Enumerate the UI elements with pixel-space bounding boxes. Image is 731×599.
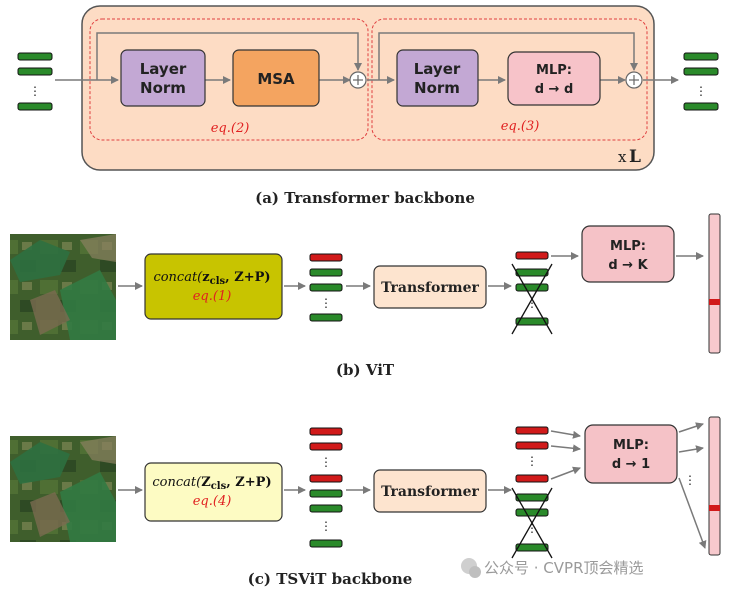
ellipsis: ⋮ — [695, 84, 707, 98]
token-green — [515, 268, 549, 277]
token-green — [683, 67, 719, 76]
arrow — [678, 422, 704, 433]
svg-text:⋮: ⋮ — [526, 454, 538, 468]
token-green — [309, 313, 343, 322]
concat-label: concat(Zcls, Z+P) — [152, 475, 271, 492]
svg-text:⋮: ⋮ — [320, 519, 332, 533]
mlp-box — [584, 424, 678, 484]
caption-b: (b) ViT — [336, 361, 395, 379]
arrow — [678, 477, 707, 549]
residual-arrow — [378, 32, 638, 80]
token-green — [309, 489, 343, 498]
repeat-x: x — [618, 148, 627, 166]
mlp-block-outline — [371, 18, 648, 141]
layer-norm-label: Norm — [414, 79, 460, 97]
eq-2-label: eq.(2) — [211, 121, 250, 136]
concat-box — [144, 462, 283, 522]
token-green — [515, 508, 549, 517]
layer-norm-box — [396, 49, 479, 107]
token-green — [309, 504, 343, 513]
watermark: 公众号 · CVPR顶会精选 — [461, 558, 644, 578]
eq-1-label: eq.(1) — [193, 289, 232, 304]
eq-4-label: eq.(4) — [193, 494, 232, 509]
msa-box — [232, 49, 320, 107]
class-logits-vector — [708, 416, 721, 556]
embedded-tokens: ⋮ — [309, 253, 343, 322]
token-red — [309, 442, 343, 451]
embedded-tokens: ⋮ ⋮ — [309, 427, 343, 548]
ellipsis: ⋮ — [29, 84, 41, 98]
mlp-box — [507, 51, 601, 106]
eq-3-label: eq.(3) — [501, 119, 540, 134]
token-green — [683, 102, 719, 111]
svg-text:⋮: ⋮ — [526, 521, 538, 535]
transformer-label: Transformer — [381, 280, 479, 296]
satellite-image — [10, 436, 116, 542]
token-red — [515, 441, 549, 450]
predicted-class-marker — [709, 505, 720, 511]
arrow — [550, 444, 581, 453]
layer-norm-label: Layer — [414, 60, 461, 78]
token-green — [309, 283, 343, 292]
arrow — [678, 445, 704, 454]
token-red — [309, 253, 343, 262]
mlp-box — [581, 225, 675, 283]
arrow — [550, 430, 581, 439]
class-logits-vector — [708, 213, 721, 354]
token-green — [309, 268, 343, 277]
token-red — [515, 474, 549, 483]
residual-arrow — [96, 32, 362, 80]
token-green — [515, 543, 549, 552]
layer-norm-box — [120, 49, 206, 107]
panel-c-tsvit-backbone: concat(Zcls, Z+P) eq.(4) ⋮ ⋮ Transformer… — [10, 416, 721, 588]
mlp-dim-label: d → d — [535, 82, 574, 97]
svg-text:⋮: ⋮ — [320, 296, 332, 310]
mlp-label: MLP: — [610, 239, 646, 254]
token-green — [683, 52, 719, 61]
token-green — [17, 102, 53, 111]
panel-b-vit: concat(zcls, Z+P) eq.(1) ⋮ Transformer ⋮ — [10, 213, 721, 379]
svg-text:⋮: ⋮ — [320, 455, 332, 469]
backbone-container — [81, 5, 655, 171]
transformer-label: Transformer — [381, 484, 479, 500]
token-green — [515, 283, 549, 292]
output-tokens-crossed: ⋮ ⋮ — [511, 426, 553, 559]
input-tokens: ⋮ — [17, 52, 53, 111]
svg-text:⋮: ⋮ — [526, 296, 538, 310]
caption-a: (a) Transformer backbone — [255, 189, 475, 207]
watermark-text: 公众号 · CVPR顶会精选 — [484, 559, 644, 577]
msa-label: MSA — [257, 70, 295, 88]
concat-box — [144, 253, 283, 320]
caption-c: (c) TSViT backbone — [248, 570, 413, 588]
svg-text:⋮: ⋮ — [684, 473, 696, 487]
panel-a-transformer-backbone: ⋮ Layer Norm MSA eq.(2) Layer — [17, 5, 719, 207]
arrow — [550, 466, 581, 480]
token-green — [17, 52, 53, 61]
satellite-image — [10, 234, 116, 340]
token-green — [17, 67, 53, 76]
token-red — [309, 474, 343, 483]
token-red — [309, 427, 343, 436]
token-red — [515, 251, 549, 260]
layer-norm-label: Layer — [140, 60, 187, 78]
output-tokens-crossed: ⋮ — [511, 251, 553, 335]
layer-norm-label: Norm — [140, 79, 186, 97]
concat-label: concat(zcls, Z+P) — [153, 270, 270, 287]
output-tokens: ⋮ — [683, 52, 719, 111]
mlp-label: MLP: — [613, 438, 649, 453]
mlp-dim-label: d → K — [608, 258, 648, 273]
transformer-box — [373, 469, 487, 513]
cross-line — [511, 263, 553, 335]
mlp-dim-label: d → 1 — [612, 457, 650, 472]
predicted-class-marker — [709, 299, 720, 305]
repeat-L: L — [629, 147, 641, 167]
token-green — [515, 493, 549, 502]
transformer-box — [373, 265, 487, 309]
token-red — [515, 426, 549, 435]
cross-line — [511, 487, 553, 559]
token-green — [309, 539, 343, 548]
token-green — [515, 317, 549, 326]
mlp-label: MLP: — [536, 63, 572, 78]
